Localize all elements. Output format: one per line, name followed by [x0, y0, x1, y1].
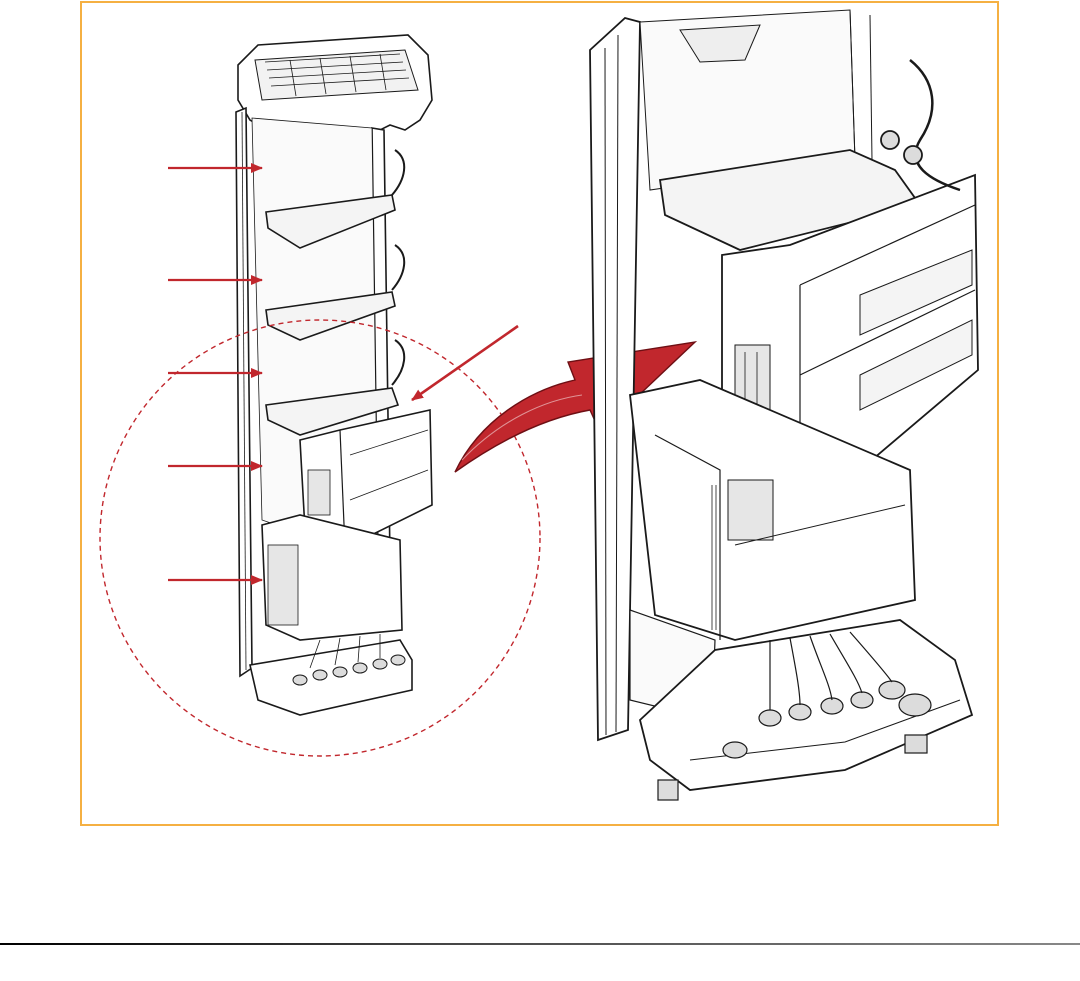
- base-plate-left: [250, 640, 412, 715]
- callout-arrow-6: [412, 326, 518, 400]
- left-cabinet: [236, 35, 432, 715]
- footer-rule: [0, 943, 1080, 945]
- right-cabinet: [590, 10, 978, 800]
